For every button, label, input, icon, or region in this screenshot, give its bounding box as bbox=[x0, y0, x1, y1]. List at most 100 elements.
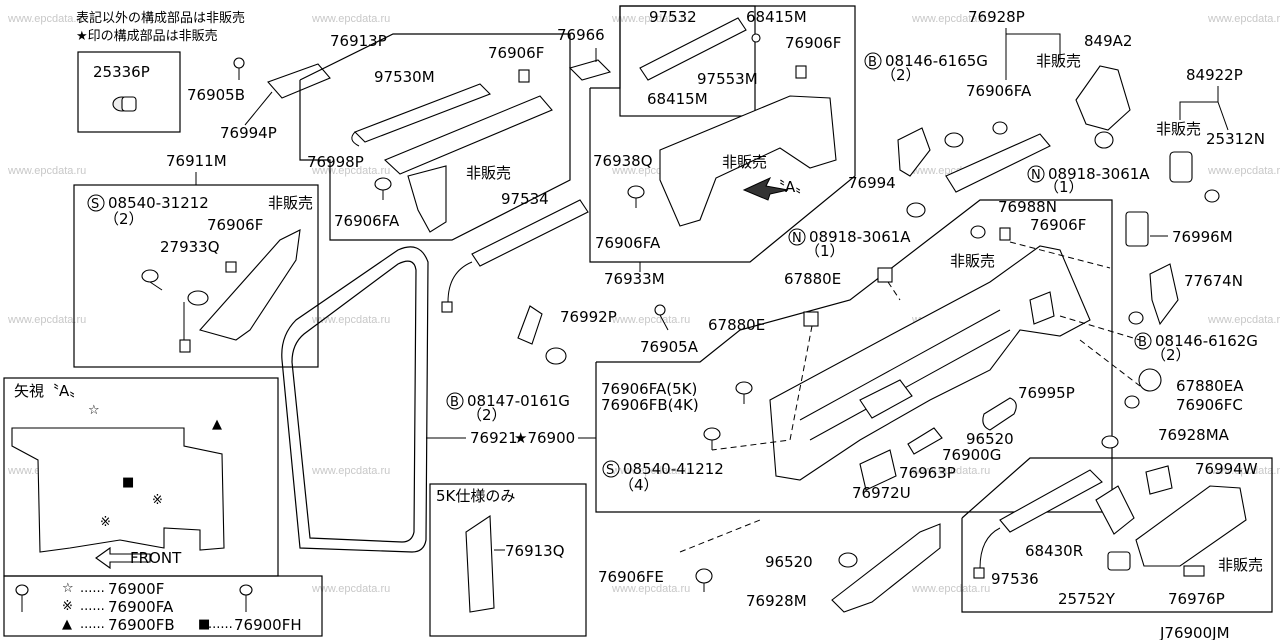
bolt-08147-icon bbox=[545, 347, 567, 365]
part-label-25336p[interactable]: 25336P bbox=[93, 63, 150, 81]
part-label-76911m[interactable]: 76911M bbox=[166, 152, 227, 170]
part-label-84922p[interactable]: 84922P bbox=[1186, 66, 1243, 84]
legend-item-76900fa: ※ ...... 76900FA bbox=[62, 598, 174, 616]
part-label-76933m[interactable]: 76933M bbox=[604, 270, 665, 288]
part-label-08918-3061a-a[interactable]: 08918-3061A bbox=[1048, 165, 1150, 183]
watermark: www.epcdata.ru bbox=[611, 465, 690, 477]
part-label-76928ma[interactable]: 76928MA bbox=[1158, 426, 1230, 444]
part-label-76992p[interactable]: 76992P bbox=[560, 308, 617, 326]
part-label-96520-a[interactable]: 96520 bbox=[966, 430, 1014, 448]
part-label-27933q[interactable]: 27933Q bbox=[160, 238, 220, 256]
part-label-76906fe[interactable]: 76906FE bbox=[598, 568, 664, 586]
part-label-67880ea[interactable]: 67880EA bbox=[1176, 377, 1244, 395]
part-label-76921[interactable]: 76921 bbox=[470, 429, 518, 447]
part-label-08918-3061a-b[interactable]: 08918-3061A bbox=[809, 228, 911, 246]
harness-97530m-icon bbox=[354, 83, 491, 143]
connector-icon bbox=[179, 339, 191, 353]
pillar-76913q-icon bbox=[465, 515, 495, 613]
legend-frame bbox=[3, 575, 323, 637]
legend-part[interactable]: 76900FB bbox=[108, 616, 175, 634]
part-label-76906fa-c[interactable]: 76906FA bbox=[966, 82, 1032, 100]
legend-part[interactable]: 76900FA bbox=[108, 598, 174, 616]
part-label-76994w[interactable]: 76994W bbox=[1195, 460, 1258, 478]
front-arrow-icon bbox=[95, 546, 151, 570]
group-frame-97532 bbox=[619, 5, 756, 117]
legend-dots: ...... bbox=[208, 617, 233, 632]
part-label-76928p[interactable]: 76928P bbox=[968, 8, 1025, 26]
qty-08147-0161g: （2） bbox=[467, 406, 507, 424]
legend-item-76900fb: ▲ ...... 76900FB bbox=[62, 616, 175, 634]
legend-item-76900fh: ■ ...... 76900FH bbox=[198, 616, 302, 634]
part-label-77674n[interactable]: 77674N bbox=[1184, 272, 1243, 290]
part-label-76900[interactable]: ★76900 bbox=[514, 429, 575, 447]
part-label-76994p[interactable]: 76994P bbox=[220, 124, 277, 142]
symbol-triangle: ▲ bbox=[212, 417, 222, 432]
part-label-76900g[interactable]: 76900G bbox=[942, 446, 1001, 464]
part-label-25312n[interactable]: 25312N bbox=[1206, 130, 1265, 148]
part-label-76963p[interactable]: 76963P bbox=[899, 464, 956, 482]
part-label-76905a[interactable]: 76905A bbox=[640, 338, 699, 356]
symbol-kome: ※ bbox=[100, 515, 111, 530]
part-label-76906fc[interactable]: 76906FC bbox=[1176, 396, 1243, 414]
grille-76963p-icon bbox=[907, 427, 943, 455]
part-label-76966[interactable]: 76966 bbox=[557, 26, 605, 44]
part-label-76906fa-5k[interactable]: 76906FA(5K) bbox=[601, 380, 697, 398]
part-label-76906fa-b[interactable]: 76906FA bbox=[595, 234, 661, 252]
connector-icon bbox=[441, 301, 453, 313]
legend-symbol: ■ bbox=[198, 617, 210, 632]
part-label-25752y[interactable]: 25752Y bbox=[1058, 590, 1116, 608]
part-label-76995p[interactable]: 76995P bbox=[1018, 384, 1075, 402]
part-label-76994[interactable]: 76994 bbox=[848, 174, 896, 192]
cap-76995p-icon bbox=[982, 397, 1017, 431]
part-label-96520-b[interactable]: 96520 bbox=[765, 553, 813, 571]
qty-08146-6162g: （2） bbox=[1151, 346, 1191, 364]
part-label-76913q[interactable]: 76913Q bbox=[505, 542, 565, 560]
part-label-08146-6162g[interactable]: 08146-6162G bbox=[1155, 332, 1258, 350]
bolt-type-b: B bbox=[450, 395, 459, 410]
part-label-849a2[interactable]: 849A2 bbox=[1084, 32, 1132, 50]
part-label-97534[interactable]: 97534 bbox=[501, 190, 549, 208]
part-label-08147-0161g[interactable]: 08147-0161G bbox=[467, 392, 570, 410]
part-label-76996m[interactable]: 76996M bbox=[1172, 228, 1233, 246]
part-label-08540-41212[interactable]: 08540-41212 bbox=[623, 460, 724, 478]
not-sold-label: 非販売 bbox=[466, 164, 511, 182]
part-label-76906f-a[interactable]: 76906F bbox=[488, 44, 544, 62]
watermark: www.epcdata.ru bbox=[611, 13, 690, 25]
part-label-76998p[interactable]: 76998P bbox=[307, 153, 364, 171]
part-label-76972u[interactable]: 76972U bbox=[852, 484, 911, 502]
note-star-not-sold: ★印の構成部品は非販売 bbox=[76, 28, 218, 44]
part-label-97536[interactable]: 97536 bbox=[991, 570, 1039, 588]
part-label-97553m[interactable]: 97553M bbox=[697, 70, 758, 88]
symbol-kome: ※ bbox=[152, 493, 163, 508]
part-label-67880e-b[interactable]: 67880E bbox=[708, 316, 765, 334]
not-sold-label: 非販売 bbox=[1156, 120, 1201, 138]
part-label-76906f-d[interactable]: 76906F bbox=[1030, 216, 1086, 234]
watermark: www.epcdata.ru bbox=[911, 13, 990, 25]
part-label-76906fa-a[interactable]: 76906FA bbox=[334, 212, 400, 230]
part-label-67880e-a[interactable]: 67880E bbox=[784, 270, 841, 288]
part-label-68430r[interactable]: 68430R bbox=[1025, 542, 1083, 560]
legend-part[interactable]: 76900F bbox=[108, 580, 164, 598]
part-label-76913p[interactable]: 76913P bbox=[330, 32, 387, 50]
bolt-b-marker bbox=[446, 392, 464, 410]
part-label-08540-31212[interactable]: 08540-31212 bbox=[108, 194, 209, 212]
part-label-76988n[interactable]: 76988N bbox=[998, 198, 1057, 216]
part-label-68415m-a[interactable]: 68415M bbox=[746, 8, 807, 26]
part-label-76905b[interactable]: 76905B bbox=[187, 86, 245, 104]
part-label-68415m-b[interactable]: 68415M bbox=[647, 90, 708, 108]
part-label-08146-6165g[interactable]: 08146-6165G bbox=[885, 52, 988, 70]
nut-icon bbox=[906, 202, 926, 218]
clip-icon bbox=[1094, 131, 1114, 149]
part-label-97530m[interactable]: 97530M bbox=[374, 68, 435, 86]
lid-76972u-icon bbox=[859, 449, 897, 491]
part-label-76906fb-4k[interactable]: 76906FB(4K) bbox=[601, 396, 699, 414]
part-label-76938q[interactable]: 76938Q bbox=[593, 152, 653, 170]
part-label-76906f-c[interactable]: 76906F bbox=[207, 216, 263, 234]
legend-part[interactable]: 76900FH bbox=[234, 616, 302, 634]
part-label-97532[interactable]: 97532 bbox=[649, 8, 697, 26]
nut-type-n: N bbox=[792, 231, 802, 246]
part-label-76928m[interactable]: 76928M bbox=[746, 592, 807, 610]
part-label-76906f-b[interactable]: 76906F bbox=[785, 34, 841, 52]
part-label-76976p[interactable]: 76976P bbox=[1168, 590, 1225, 608]
leader-line bbox=[1079, 339, 1141, 387]
